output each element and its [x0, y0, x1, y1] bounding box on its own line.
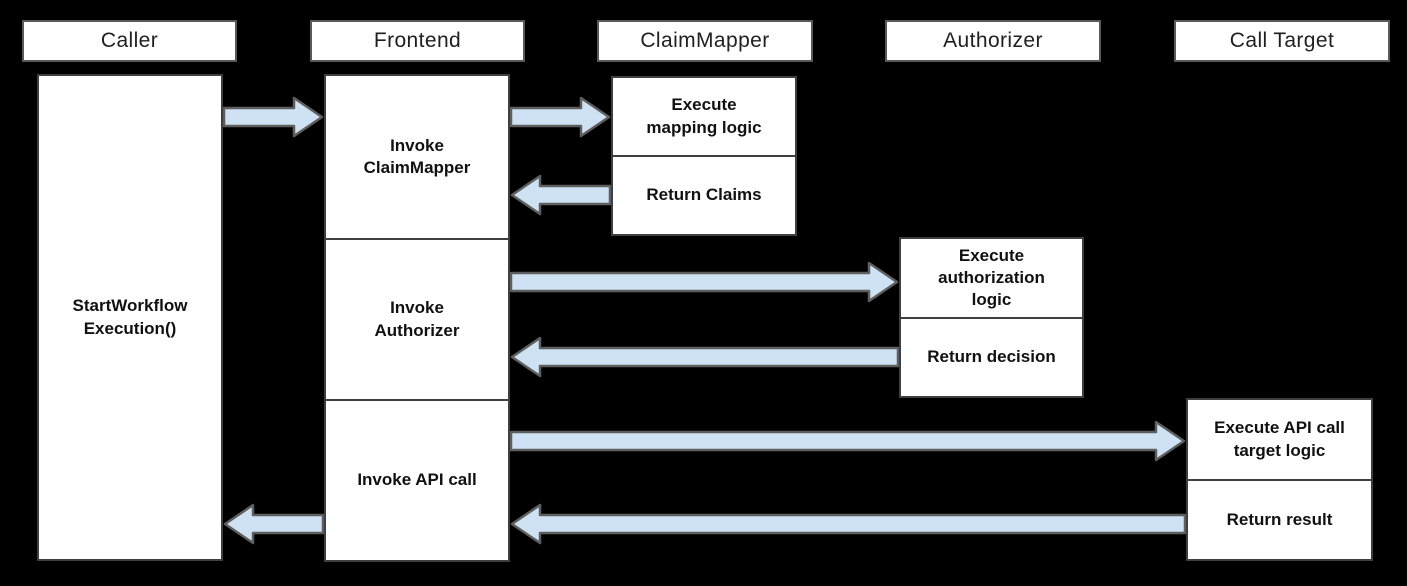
- box-return-result: Return result: [1188, 479, 1371, 559]
- box-invoke-authorizer: Invoke Authorizer: [326, 238, 508, 399]
- box-label: Return decision: [927, 347, 1056, 367]
- box-label: Execute mapping logic: [646, 95, 762, 137]
- arrow-shape: [510, 96, 611, 138]
- call-target-activation-stack: Execute API call target logic Return res…: [1186, 398, 1373, 561]
- arrow-shape: [223, 503, 324, 545]
- box-label: Execute API call target logic: [1214, 418, 1345, 460]
- claimmapper-activation-stack: Execute mapping logic Return Claims: [611, 76, 797, 236]
- box-execute-authorization-logic: Execute authorization logic: [901, 239, 1082, 317]
- frontend-activation-stack: Invoke ClaimMapper Invoke Authorizer Inv…: [324, 74, 510, 562]
- box-label: Execute authorization logic: [938, 245, 1045, 310]
- lane-header-label: Caller: [100, 29, 159, 52]
- lane-header-call-target: Call Target: [1174, 20, 1390, 62]
- arrow-shape: [510, 174, 611, 216]
- lane-header-caller: Caller: [22, 20, 237, 62]
- box-label: Invoke ClaimMapper: [363, 135, 471, 177]
- arrow-frontend-to-claimmapper: [510, 96, 611, 138]
- arrow-shape: [510, 261, 899, 303]
- box-label: Return result: [1226, 509, 1333, 529]
- arrow-claimmapper-to-frontend: [510, 174, 611, 216]
- lane-header-label: ClaimMapper: [640, 29, 770, 52]
- lane-header-label: Call Target: [1229, 29, 1335, 52]
- box-label: Return Claims: [646, 185, 762, 205]
- arrow-frontend-to-call-target: [510, 420, 1186, 462]
- lane-header-label: Frontend: [373, 29, 462, 52]
- arrow-shape: [223, 96, 324, 138]
- box-label: Invoke Authorizer: [374, 298, 460, 340]
- lane-header-authorizer: Authorizer: [885, 20, 1101, 62]
- arrow-frontend-to-authorizer: [510, 261, 899, 303]
- box-execute-api-call-target-logic: Execute API call target logic: [1188, 400, 1371, 479]
- arrow-authorizer-to-frontend: [510, 336, 899, 378]
- box-return-decision: Return decision: [901, 317, 1082, 396]
- lane-header-frontend: Frontend: [310, 20, 525, 62]
- authorizer-activation-stack: Execute authorization logic Return decis…: [899, 237, 1084, 398]
- lane-header-claimmapper: ClaimMapper: [597, 20, 813, 62]
- box-return-claims: Return Claims: [613, 155, 795, 234]
- arrow-call-target-to-frontend: [510, 503, 1186, 545]
- box-startworkflow-execution: StartWorkflow Execution(): [39, 76, 221, 559]
- box-invoke-api-call: Invoke API call: [326, 399, 508, 560]
- caller-activation-box: StartWorkflow Execution(): [37, 74, 223, 561]
- box-label: Invoke API call: [357, 470, 477, 490]
- box-label: StartWorkflow Execution(): [72, 296, 188, 338]
- box-invoke-claimmapper: Invoke ClaimMapper: [326, 76, 508, 238]
- arrow-frontend-to-caller: [223, 503, 324, 545]
- arrow-shape: [510, 420, 1186, 462]
- lane-header-label: Authorizer: [943, 29, 1043, 52]
- arrow-shape: [510, 503, 1186, 545]
- arrow-shape: [510, 336, 899, 378]
- box-execute-mapping-logic: Execute mapping logic: [613, 78, 795, 155]
- arrow-caller-to-frontend: [223, 96, 324, 138]
